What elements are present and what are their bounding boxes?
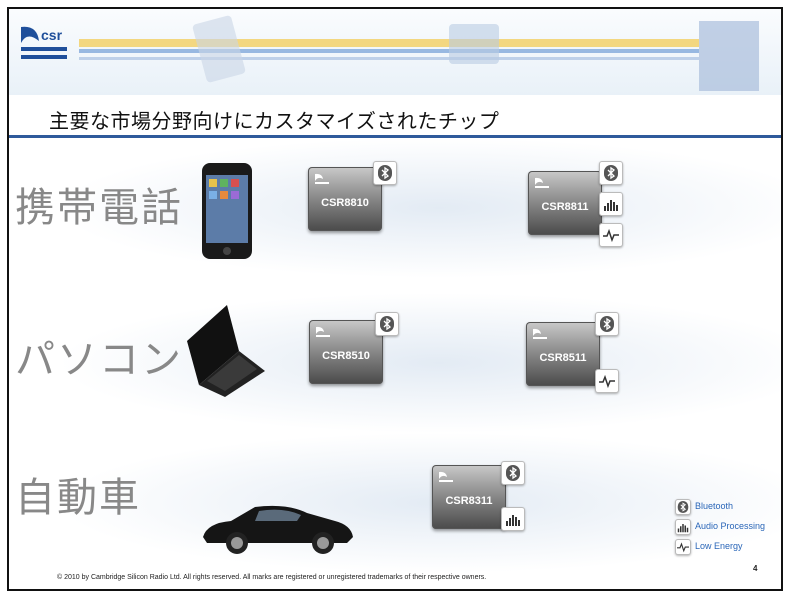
- bluetooth-icon: [373, 161, 397, 185]
- category-label-pc: パソコン: [15, 337, 183, 383]
- chip-csr8510: CSR8510: [309, 320, 383, 384]
- content-background: [9, 138, 781, 589]
- bluetooth-icon: [375, 312, 399, 336]
- chip-name: CSR8511: [539, 352, 587, 364]
- slide: csr 主要な市場分野向けにカスタマイズされたチップ 携帯電話 CSR8810: [7, 7, 783, 591]
- category-label-car: 自動車: [15, 475, 141, 521]
- laptop-image: [181, 301, 267, 397]
- csr-chip-mark: [439, 471, 453, 482]
- chip-csr8810: CSR8810: [308, 167, 382, 231]
- copyright-footer: © 2010 by Cambridge Silicon Radio Ltd. A…: [57, 574, 487, 581]
- low-energy-icon: [675, 539, 691, 555]
- bluetooth-icon: [675, 499, 691, 515]
- csr-chip-mark: [315, 173, 329, 184]
- bluetooth-icon: [595, 312, 619, 336]
- chip-csr8311: CSR8311: [432, 465, 506, 529]
- bluetooth-icon: [599, 161, 623, 185]
- chip-name: CSR8810: [321, 197, 369, 209]
- page-number: 4: [753, 564, 758, 573]
- legend-label: Audio Processing: [695, 521, 766, 531]
- chip-csr8811: CSR8811: [528, 171, 602, 235]
- legend-item-bluetooth: Bluetooth: [675, 499, 775, 517]
- slide-title: 主要な市場分野向けにカスタマイズされたチップ: [49, 109, 500, 133]
- logo-text: csr: [41, 27, 63, 43]
- legend-label: Bluetooth: [695, 501, 734, 511]
- legend-item-low-energy: Low Energy: [675, 539, 775, 557]
- low-energy-icon: [595, 369, 619, 393]
- csr-chip-mark: [533, 328, 547, 339]
- audio-processing-icon: [501, 507, 525, 531]
- category-label-phone: 携帯電話: [15, 185, 183, 231]
- legend-item-audio-processing: Audio Processing: [675, 519, 775, 537]
- car-image: [197, 497, 357, 557]
- csr-chip-mark: [316, 326, 330, 337]
- chip-csr8511: CSR8511: [526, 322, 600, 386]
- low-energy-icon: [599, 223, 623, 247]
- phone-image: [198, 161, 256, 265]
- csr-chip-mark: [535, 177, 549, 188]
- header-banner: csr: [9, 9, 781, 95]
- legend-label: Low Energy: [695, 541, 743, 551]
- csr-logo: csr: [17, 21, 71, 67]
- audio-processing-icon: [599, 192, 623, 216]
- chip-name: CSR8510: [322, 350, 370, 362]
- header-decoration: [79, 15, 759, 91]
- title-divider: [9, 135, 781, 138]
- audio-processing-icon: [675, 519, 691, 535]
- chip-name: CSR8311: [445, 495, 493, 507]
- bluetooth-icon: [501, 461, 525, 485]
- chip-name: CSR8811: [541, 201, 589, 213]
